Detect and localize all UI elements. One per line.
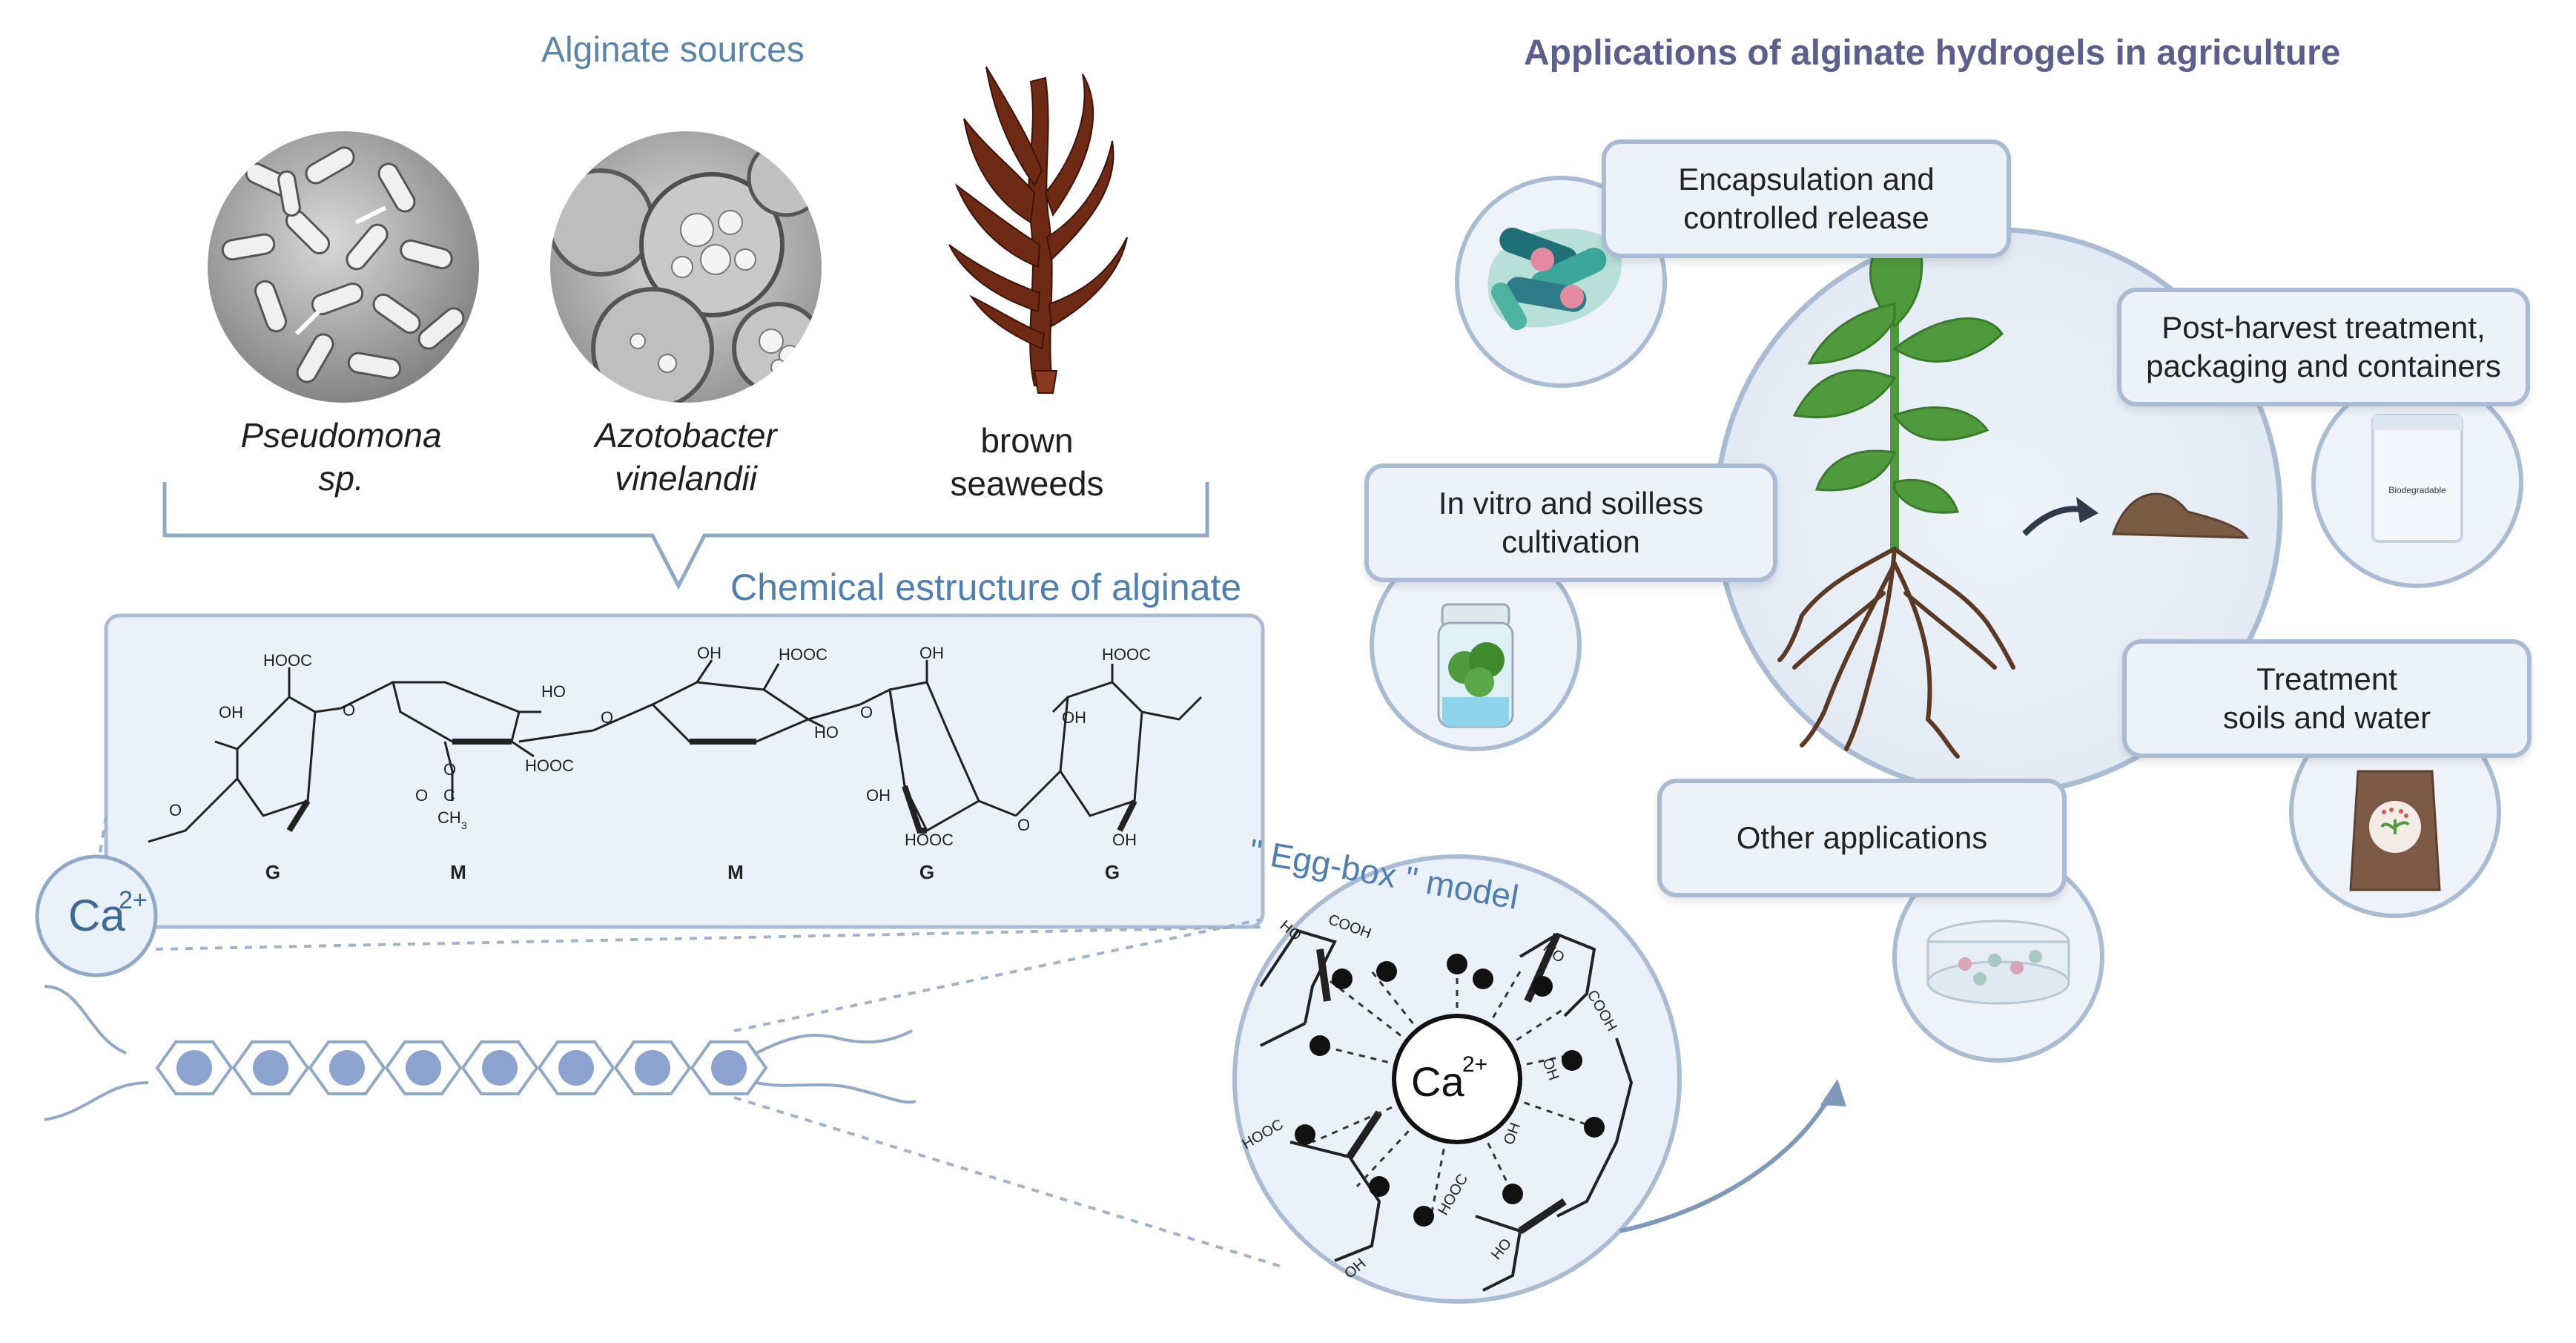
chain-bead [253, 1050, 288, 1086]
group-hooc-3: HOOC [779, 645, 828, 664]
app-box-post-harvest: Post-harvest treatment, packaging and con… [2117, 288, 2530, 406]
app-box-other-line1: Other applications [1736, 820, 1988, 855]
seaweed-image [948, 66, 1128, 394]
app-box-soils-water: Treatment soils and water [2122, 639, 2532, 758]
group-ch3-sub: 3 [461, 819, 467, 831]
azotobacter-image [550, 131, 822, 403]
group-ch3: CH [437, 808, 461, 827]
ca-ion-label: Ca [68, 891, 125, 940]
ca-ion-circle [35, 854, 158, 977]
source-name-1b: sp. [318, 459, 364, 498]
chain-bead [482, 1050, 518, 1086]
app-box-in-vitro-line2: cultivation [1502, 524, 1640, 559]
app-box-other: Other applications [1657, 779, 2067, 897]
unit-label-5: G [1105, 861, 1120, 883]
jar-icon [1437, 603, 1514, 728]
unit-label-3: M [727, 861, 744, 883]
eggbox-ion-charge: 2+ [1462, 1052, 1487, 1077]
group-o-acetyl: O [443, 760, 456, 779]
source-name-3: brown [980, 421, 1074, 460]
app-box-soils-water-line1: Treatment [2256, 661, 2397, 696]
soil-bag-icon [2349, 770, 2441, 891]
app-box-in-vitro-line1: In vitro and soilless [1438, 486, 1704, 521]
group-oh-4: OH [919, 644, 944, 662]
app-circles: Biodegradable [1370, 176, 2523, 1063]
group-o-link: O [169, 801, 182, 819]
alginate-sources-title: Alginate sources [541, 30, 805, 70]
group-hooc-2: HOOC [525, 756, 574, 775]
app-box-encapsulation-line1: Encapsulation and [1678, 162, 1935, 197]
group-hooc-5: HOOC [1102, 645, 1151, 664]
unit-label-2: M [450, 861, 466, 883]
sources-bracket [162, 482, 1209, 590]
capsule-icon [1487, 228, 1622, 331]
app-box-soils-water-line2: soils and water [2222, 700, 2431, 735]
pseudomona-image [208, 131, 479, 403]
polymer-chain [44, 985, 917, 1121]
source-label-azotobacter: Azotobacter vinelandii [567, 414, 805, 500]
source-name-3b: seaweeds [950, 464, 1104, 503]
app-box-post-harvest-line1: Post-harvest treatment, [2161, 310, 2486, 345]
flow-arrow [1619, 1092, 1834, 1233]
chain-bead [406, 1050, 441, 1086]
group-o-3: O [601, 708, 613, 727]
app-box-encapsulation-line2: controlled release [1683, 200, 1929, 235]
source-name-2: Azotobacter [595, 416, 777, 455]
zoom-connectors [95, 815, 1287, 1270]
eggbox-ion-label: Ca [1411, 1058, 1464, 1105]
petri-icon [1926, 920, 2070, 1005]
chain-bead [558, 1050, 594, 1086]
alginate-structure-labels: HOOC OH O O HO HOOC O C O CH 3 O OH HOOC… [169, 644, 1151, 849]
app-box-post-harvest-line2: packaging and containers [2146, 349, 2501, 383]
flow-arrow-head [1820, 1079, 1846, 1106]
group-o-5: O [1017, 816, 1030, 834]
source-name-2b: vinelandii [615, 459, 757, 498]
group-oh-5: OH [1062, 708, 1086, 727]
group-hooc-4: HOOC [905, 831, 954, 849]
plant-illustration [1777, 213, 2249, 759]
group-o-acetyl-2: O [415, 786, 428, 805]
package-icon [2371, 414, 2463, 543]
group-oh-1: OH [219, 703, 243, 722]
chain-bead [711, 1050, 747, 1086]
chain-bead [635, 1050, 670, 1086]
egg-box-model [1232, 854, 1682, 1304]
group-c-acetyl: C [443, 786, 455, 805]
group-o-2: O [343, 701, 355, 719]
source-label-seaweed: brown seaweeds [908, 419, 1146, 505]
chain-bead [176, 1050, 212, 1086]
source-name-1: Pseudomona [240, 416, 442, 455]
unit-label-4: G [919, 861, 934, 883]
group-hooc-1: HOOC [263, 651, 312, 670]
source-label-pseudomona: Pseudomona sp. [222, 414, 460, 500]
chain-bead [329, 1050, 365, 1086]
chemical-structure-title: Chemical estructure of alginate [730, 567, 1242, 608]
group-ho-2: HO [541, 682, 566, 701]
alginate-structure-drawing [148, 659, 1203, 843]
group-oh-4b: OH [866, 786, 891, 805]
monomer-unit-labels: G M M G G [265, 861, 1120, 883]
package-label: Biodegradable [2388, 485, 2446, 495]
group-oh-3: OH [697, 644, 721, 662]
applications-title: Applications of alginate hydrogels in ag… [1524, 33, 2341, 73]
group-oh-5b: OH [1112, 831, 1137, 849]
ca-ion-charge: 2+ [119, 886, 148, 914]
unit-label-1: G [265, 861, 280, 883]
group-o-4: O [860, 703, 873, 722]
group-ho-3: HO [814, 723, 839, 742]
